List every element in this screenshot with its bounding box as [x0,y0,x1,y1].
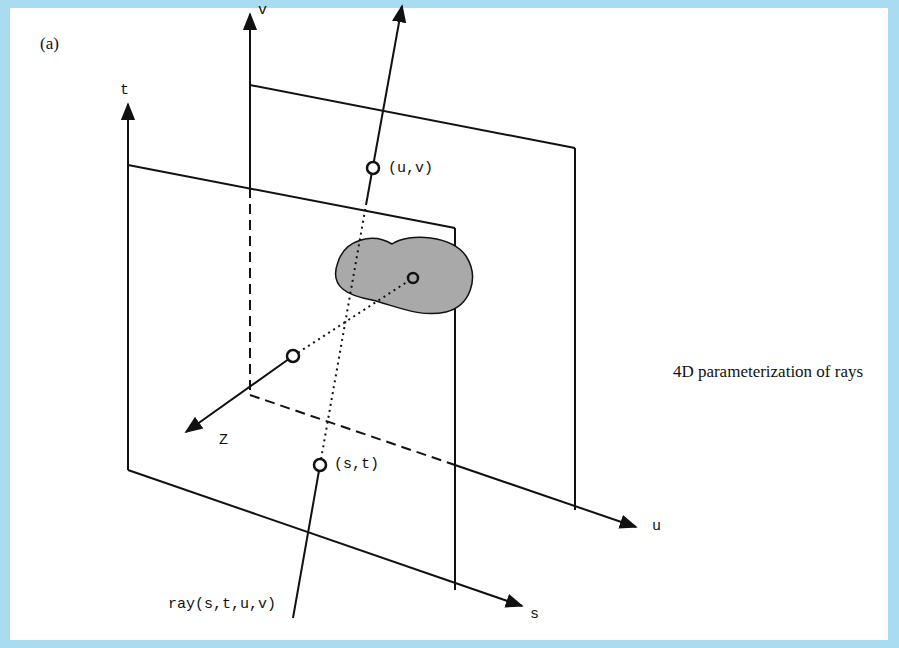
intersection-point [287,350,299,362]
plane-edge [250,85,575,148]
panel-letter: (a) [40,34,59,54]
ray [320,205,366,465]
plane-edge [574,148,576,510]
object-blob [336,237,473,313]
background-panel [10,8,888,640]
hidden-edge [249,188,251,395]
ray-label: ray(s,t,u,v) [168,596,276,613]
axis-label: t [120,82,129,99]
object-ray [293,278,413,356]
point-label: (s,t) [334,456,379,473]
intersection-point [367,162,379,174]
u-axis [455,465,636,527]
hidden-edge [250,395,455,465]
v-axis [249,14,251,188]
object-point [408,273,418,283]
intersection-point [314,459,326,471]
caption-note: 4D parameterization of rays [668,362,868,382]
t-axis [127,104,129,470]
axis-label: Z [219,432,228,449]
s-axis [128,470,522,606]
axis-label: s [530,606,539,623]
axis-label: v [258,2,267,19]
point-label: (u,v) [388,160,433,177]
axis-label: u [652,518,661,535]
z-axis [186,356,293,432]
ray [293,465,320,618]
